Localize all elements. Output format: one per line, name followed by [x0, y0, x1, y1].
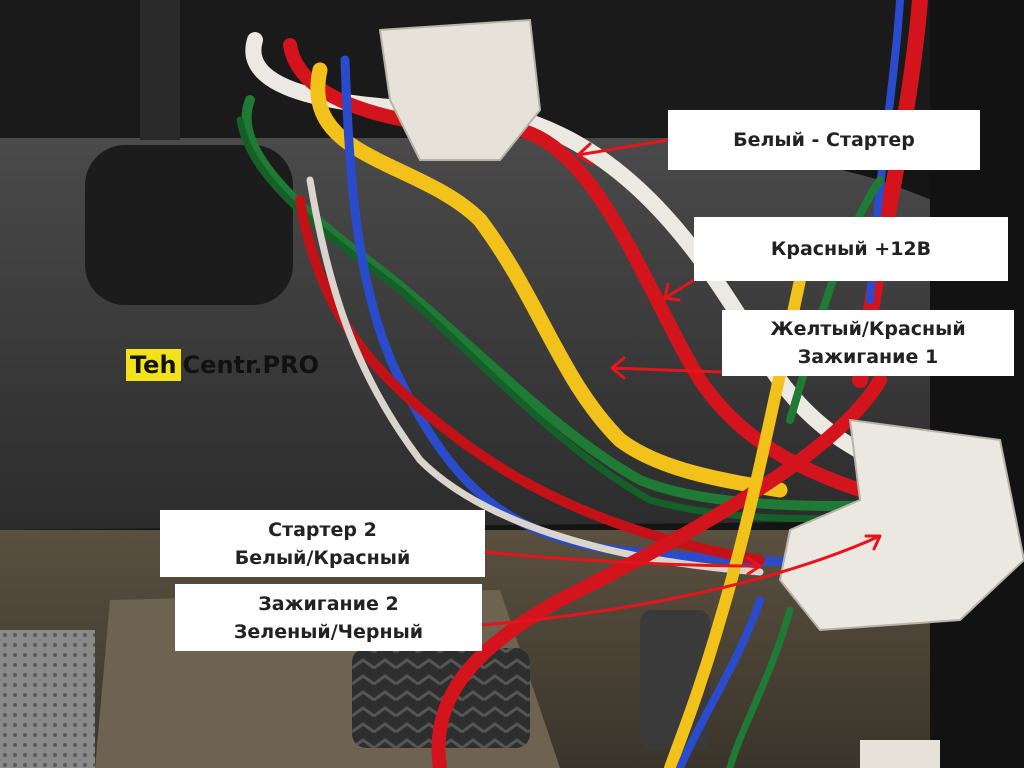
label-line: Желтый/Красный	[770, 318, 966, 340]
brake-pedal	[352, 648, 530, 748]
label-line: Белый/Красный	[234, 546, 411, 569]
label-yellow-red-ignition1: Желтый/Красный Зажигание 1	[722, 310, 1014, 376]
wire-blue	[340, 55, 795, 567]
connector-main	[778, 418, 1024, 632]
label-white-starter: Белый - Стартер	[668, 110, 980, 170]
arrow-yellow	[610, 356, 724, 380]
label-red-12v: Красный +12В	[694, 217, 1008, 281]
label-line: Красный +12В	[770, 238, 932, 260]
wire-white-red	[306, 176, 764, 576]
arrow-starter2	[483, 550, 762, 576]
wire-blue-down	[676, 596, 764, 768]
label-starter2-white-red: Стартер 2 Белый/Красный	[160, 510, 485, 577]
arrows	[480, 138, 882, 627]
panel-bracket	[140, 0, 180, 140]
floor-mat-left	[0, 630, 95, 768]
wire-yellow-down	[664, 274, 806, 768]
label-line: Зеленый/Черный	[233, 620, 424, 643]
label-line: Зажигание 1	[797, 346, 939, 368]
wire-yellow	[310, 62, 788, 498]
connector-top	[378, 18, 542, 161]
arrow-red12	[663, 278, 696, 302]
arrow-starter	[576, 138, 670, 166]
connectors	[378, 18, 1024, 768]
wire-red-down	[431, 373, 887, 768]
watermark-part2: Centr.PRO	[182, 351, 319, 379]
wire-white-main	[245, 32, 908, 478]
arrow-ign2	[480, 534, 882, 627]
label-line: Зажигание 2	[258, 592, 399, 615]
watermark-logo: Teh Centr.PRO	[126, 346, 319, 384]
wire-green-right	[786, 176, 884, 424]
label-line: Белый - Стартер	[733, 129, 915, 151]
label-ignition2-green-black: Зажигание 2 Зеленый/Черный	[175, 584, 482, 651]
panel-cover	[85, 145, 293, 305]
watermark-part1: Teh	[126, 349, 181, 381]
connector-small	[860, 740, 940, 768]
label-line: Стартер 2	[268, 518, 377, 541]
wire-red-2	[295, 195, 765, 565]
wire-green-down	[726, 606, 794, 768]
